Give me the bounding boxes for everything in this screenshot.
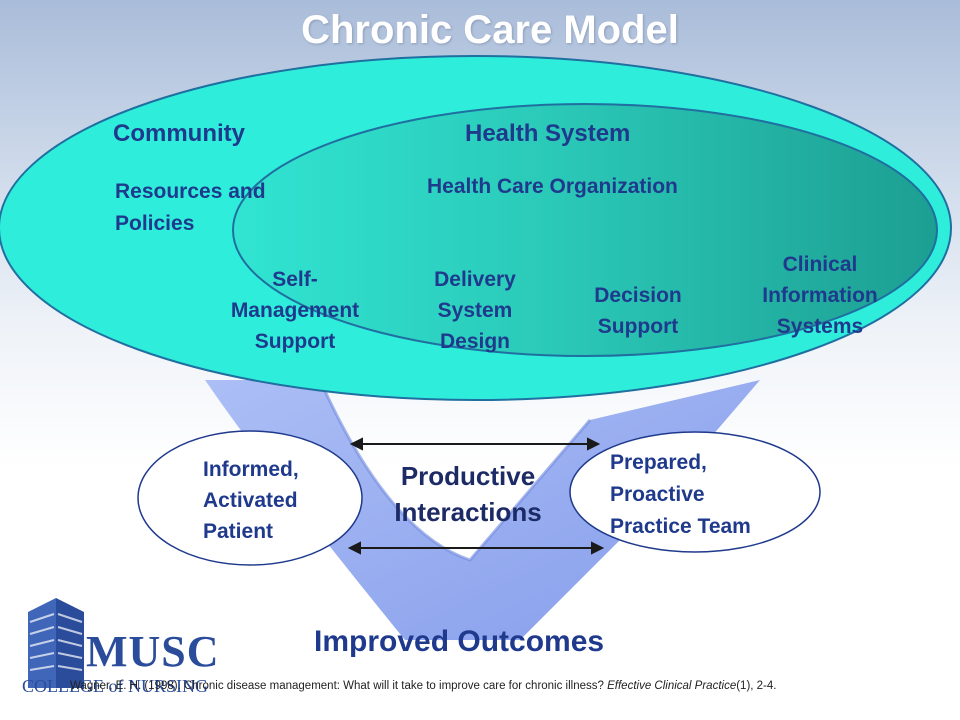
interaction-arrow-bottom (347, 541, 605, 555)
productive-interactions: Productive Interactions (394, 461, 542, 527)
team-ellipse (569, 431, 821, 553)
self-management-support: Self- Management Support (230, 268, 360, 353)
improved-outcomes: Improved Outcomes (314, 625, 605, 658)
health-care-organization: Health Care Organization (427, 175, 678, 198)
community-heading: Community (113, 120, 245, 147)
page-title: Chronic Care Model (301, 8, 679, 52)
health-system-ellipse (232, 103, 938, 357)
patient-ellipse (137, 430, 363, 566)
clinical-information-systems: Clinical Information Systems (762, 253, 878, 338)
health-system-heading: Health System (465, 120, 631, 147)
musc-logo-name: MUSC (86, 627, 220, 676)
citation: Wagner, E. H. (1998). Chronic disease ma… (70, 680, 777, 692)
prepared-proactive-practice-team: Prepared, Proactive Practice Team (610, 451, 751, 538)
informed-activated-patient: Informed, Activated Patient (203, 458, 299, 543)
musc-logo: MUSC COLLEGE of NURSING (22, 592, 222, 700)
building-logo-icon (28, 598, 84, 688)
musc-logo-subtitle: COLLEGE of NURSING (22, 676, 208, 696)
community-resources: Resources and Policies (115, 180, 266, 235)
delivery-system-design: Delivery System Design (434, 268, 516, 353)
decision-support: Decision Support (594, 284, 682, 338)
interaction-arrow-top (349, 437, 601, 451)
